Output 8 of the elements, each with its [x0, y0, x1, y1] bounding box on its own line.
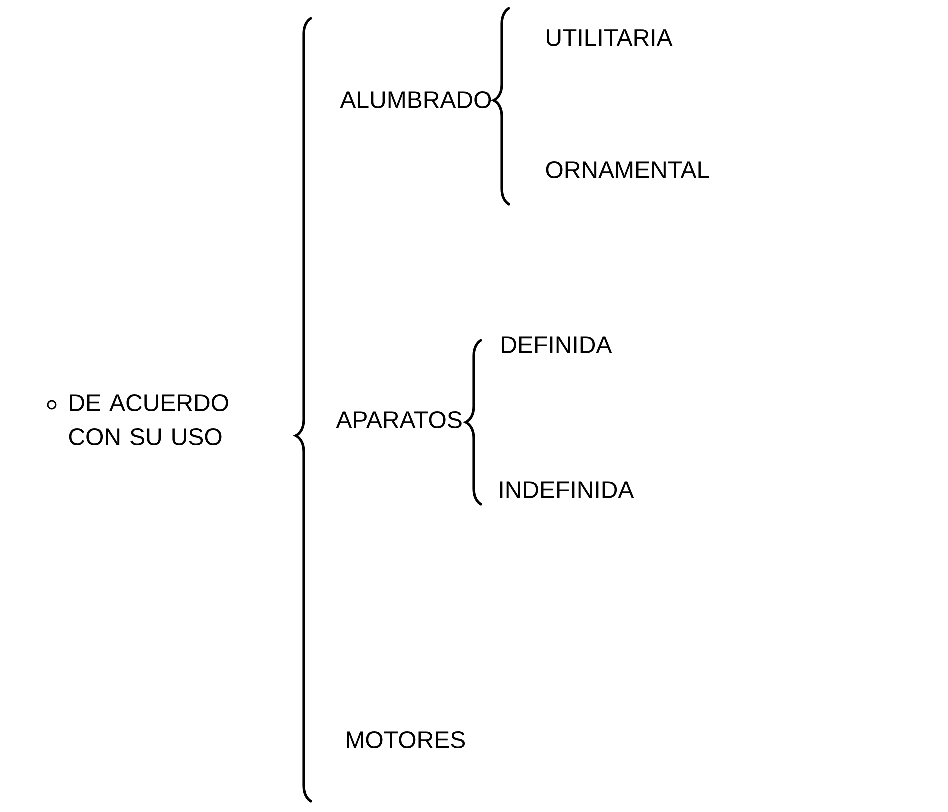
label-text: DE ACUERDO CON SU USO — [69, 394, 228, 446]
label-text: ALUMBRADO — [340, 92, 492, 108]
label-text: MOTORES — [347, 732, 465, 748]
label-text: DEFINIDA — [502, 336, 612, 354]
label-text: INDEFINIDA — [500, 482, 634, 498]
label-text: ORNAMENTAL — [546, 162, 710, 178]
label-text: UTILITARIA — [547, 30, 673, 46]
label-text: APARATOS — [336, 412, 462, 428]
